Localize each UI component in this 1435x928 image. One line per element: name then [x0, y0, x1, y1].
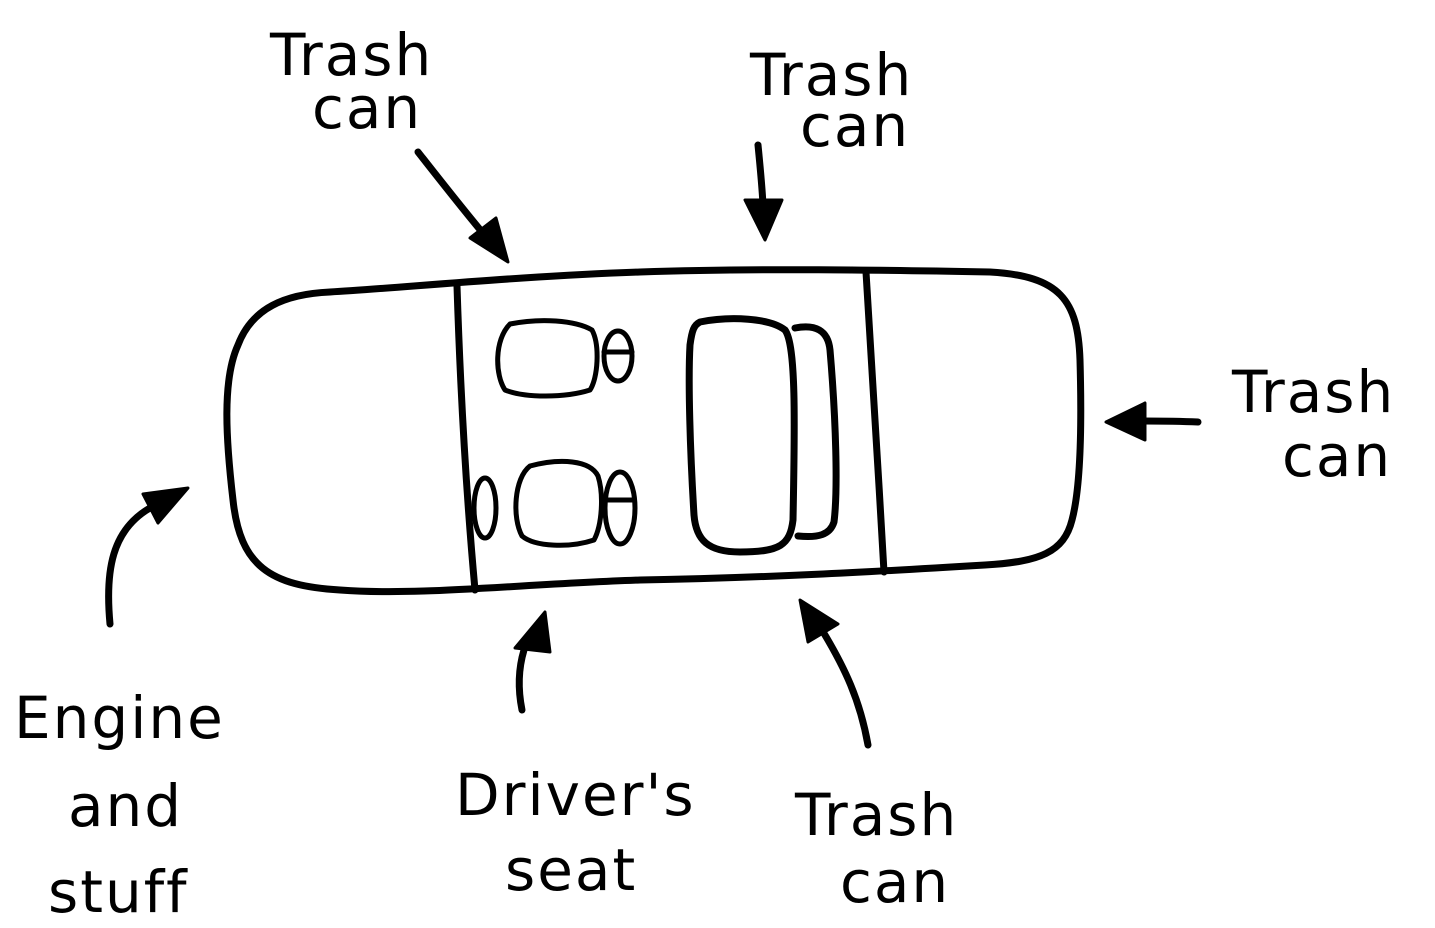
label-engine-1: Engine: [14, 684, 225, 752]
arrow-driver: [513, 610, 552, 714]
label-trash-right-1: Trash: [1231, 358, 1395, 426]
seat-cushion: [513, 458, 604, 548]
label-trash-right-2: can: [1282, 422, 1392, 490]
label-trash-top-left-2: can: [312, 74, 422, 142]
front-seat-driver: [471, 458, 638, 548]
headrest: [601, 328, 635, 384]
back-seat-cushion: [685, 315, 798, 556]
car: [223, 266, 1085, 596]
arrow-top-left: [414, 148, 510, 264]
arrow-engine: [105, 486, 190, 628]
label-trash-top-right-1: Trash: [749, 41, 913, 109]
back-seat: [685, 315, 840, 556]
label-trash-bottom-2: can: [840, 848, 950, 916]
arrow-right: [1104, 401, 1202, 442]
rear-window-line: [862, 268, 888, 576]
seat-cushion: [495, 318, 600, 399]
arrow-bottom-right: [798, 598, 872, 749]
front-seat-passenger: [495, 318, 635, 399]
label-engine-3: stuff: [48, 858, 189, 926]
arrows: [105, 141, 1202, 749]
label-trash-top-right-2: can: [800, 92, 910, 160]
label-engine-2: and: [68, 772, 183, 840]
labels: Trash can Trash can Trash can Engine and…: [14, 21, 1395, 926]
steering-wheel-icon: [471, 475, 499, 541]
back-seat-rest: [791, 323, 840, 541]
arrow-top-right: [743, 141, 784, 242]
label-trash-top-left-1: Trash: [269, 21, 433, 89]
windshield-line: [453, 282, 479, 594]
headrest: [602, 469, 638, 547]
label-driver-1: Driver's: [455, 761, 696, 829]
car-outline: [223, 266, 1085, 596]
label-trash-bottom-1: Trash: [794, 781, 958, 849]
label-driver-2: seat: [505, 836, 637, 904]
